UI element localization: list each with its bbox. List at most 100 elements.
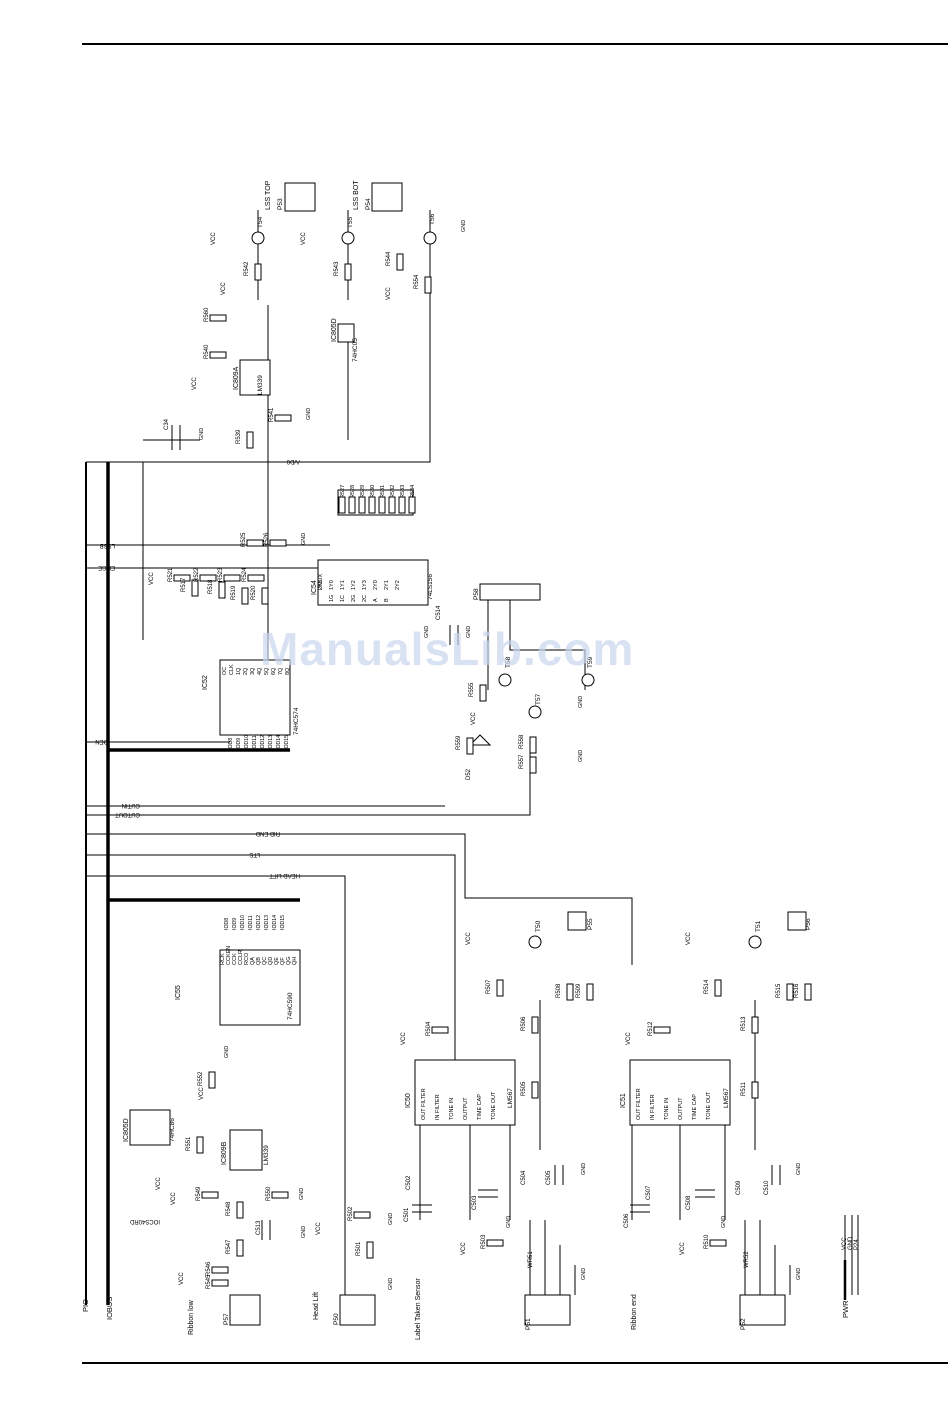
- transistor-t59: [581, 673, 595, 687]
- resistor-r532-body: [388, 496, 396, 514]
- resistor-r520-body: [261, 587, 269, 605]
- ic52-pin-5: 4Q: [257, 667, 263, 675]
- resistor-ref-r559: R559: [456, 735, 462, 750]
- resistor-ref-r502: R502: [348, 1206, 354, 1221]
- resistor-ref-r557: R557: [519, 754, 525, 769]
- resistor-r545-body: [211, 1279, 229, 1287]
- resistor-r514-body: [714, 979, 722, 997]
- connector-ref-p57: P57: [223, 1313, 230, 1325]
- capacitor-c514: [449, 625, 459, 645]
- resistor-ref-r504: R504: [426, 1021, 432, 1036]
- vcc-label-10: VCC: [626, 1032, 632, 1045]
- resistor-ref-r528: R528: [350, 485, 356, 498]
- resistor-ref-r526: R526: [264, 532, 270, 547]
- resistor-r518-body: [218, 581, 226, 599]
- resistor-r505-body: [531, 1081, 539, 1099]
- ic-part-0: LM339: [257, 375, 264, 395]
- ic-part-5: 74HC86: [169, 1118, 176, 1142]
- resistor-ref-r546: R546: [206, 1261, 212, 1276]
- resistor-ref-r513: R513: [741, 1016, 747, 1031]
- pwr-pin-2: P24: [854, 1239, 860, 1250]
- port-pio: PIO: [81, 1299, 90, 1312]
- capacitor-ref-c505: C505: [546, 1170, 552, 1185]
- resistor-ref-r509: R509: [576, 983, 582, 998]
- resistor-ref-r517: R517: [181, 577, 187, 592]
- resistor-ref-r527: R527: [340, 485, 346, 498]
- resistor-ref-r558: R558: [519, 734, 525, 749]
- vcc-label-5: VCC: [149, 572, 155, 585]
- iod-lower-1: IOD9: [232, 918, 238, 930]
- resistor-r550-body: [271, 1191, 289, 1199]
- ic54-pin-4: 1Y3: [362, 580, 368, 590]
- resistor-ref-r510: R510: [704, 1234, 710, 1249]
- ic55-pin-11: QG: [286, 956, 292, 965]
- port-iobus: IOBUS: [105, 1297, 114, 1320]
- signal-head-lift: HEAD LIFT: [269, 872, 300, 878]
- ic54-pin-5: 2Y0: [373, 580, 379, 590]
- resistor-r517-body: [191, 579, 199, 597]
- resistor-r543-body: [344, 263, 352, 281]
- resistor-r529-body: [358, 496, 366, 514]
- iod-lower-6: IOD14: [272, 915, 278, 930]
- capacitor-ref-c506: C506: [624, 1213, 630, 1228]
- capacitor-ref-c501: C501: [404, 1207, 410, 1222]
- vcc-label-17: VCC: [680, 1242, 686, 1255]
- gnd-label-9: GND: [299, 1188, 305, 1200]
- resistor-ref-r547: R547: [226, 1239, 232, 1254]
- gnd-label-4: GND: [424, 626, 430, 638]
- ic-ref-3: IC54: [311, 580, 318, 595]
- transistor-t54: [251, 231, 265, 245]
- capacitor-c508: [695, 1189, 715, 1198]
- ic50-pin-0: OUT FILTER: [421, 1088, 427, 1120]
- capacitor-ref-c34: C34: [164, 418, 170, 430]
- iod-upper-2: IOD10: [244, 735, 250, 750]
- transistor-ref-t50: T50: [535, 920, 542, 932]
- ic52-latch: [219, 659, 291, 736]
- connector-ref-p54: P54: [365, 198, 372, 210]
- ic54-pin-3: 1Y2: [351, 580, 357, 590]
- resistor-ref-r516: R516: [794, 983, 800, 998]
- vcc-label-6: VCC: [471, 712, 477, 725]
- p51-wires: [529, 1220, 576, 1295]
- signal-a-d0: A/D0: [286, 458, 300, 464]
- connector-p52: [739, 1294, 786, 1326]
- resistor-r560-body: [209, 314, 227, 322]
- resistor-r516-body: [804, 983, 812, 1001]
- ic50-pin-4: TIME CAP: [477, 1094, 483, 1120]
- resistor-r547-body: [236, 1239, 244, 1257]
- watermark: ManualsLib.com: [260, 623, 635, 675]
- ic51-pin-5: TONE OUT: [706, 1091, 712, 1120]
- ic-ref-7: IC50: [405, 1093, 412, 1108]
- top-rule: [82, 43, 948, 45]
- cutout-line: [86, 750, 531, 816]
- connector-ref-p56: P56: [805, 918, 812, 930]
- ic-part-4: 74HC590: [287, 992, 294, 1020]
- iod-upper-1: IOD9: [236, 738, 242, 750]
- resistor-ref-r520: R520: [251, 585, 257, 600]
- resistor-ref-r531: R531: [380, 485, 386, 498]
- gnd-label-13: GND: [506, 1216, 512, 1228]
- ic-part-3: 74LS156: [427, 574, 434, 600]
- ic52-pin-9: 8Q: [285, 667, 291, 675]
- resistor-ref-r519: R519: [231, 585, 237, 600]
- lm567-b-wires: [631, 1000, 756, 1220]
- capacitor-ref-c503: C503: [472, 1195, 478, 1210]
- resistor-r525-body: [246, 539, 264, 547]
- signal-cutout: CUTOUT: [115, 811, 140, 817]
- resistor-r530-body: [368, 496, 376, 514]
- pwr-pin-0: VCC: [842, 1237, 848, 1250]
- gnd-label-6: GND: [578, 696, 584, 708]
- resistor-r527-body: [338, 496, 346, 514]
- vcc-label-3: VCC: [221, 282, 227, 295]
- capacitor-ref-c510: C510: [764, 1180, 770, 1195]
- lts-line: [86, 854, 456, 1110]
- transistor-ref-t55: T55: [347, 216, 354, 228]
- connector-ref-p55: P55: [587, 918, 594, 930]
- transistor-ref-t58: T58: [505, 656, 512, 668]
- resistor-r533-body: [398, 496, 406, 514]
- connector-p51: [524, 1294, 571, 1326]
- connector-p50: [339, 1294, 376, 1326]
- iod-upper-3: IOD11: [252, 735, 258, 750]
- resistor-r510-body: [709, 1239, 727, 1247]
- resistor-r513-body: [751, 1016, 759, 1034]
